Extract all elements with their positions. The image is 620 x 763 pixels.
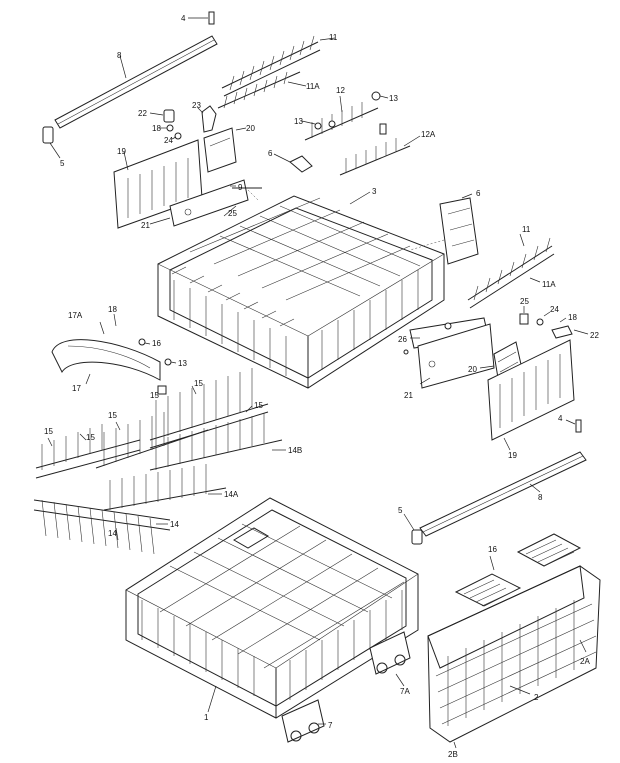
label-15-c: 15: [254, 401, 263, 410]
label-24-top: 24: [164, 136, 173, 145]
label-16-right: 16: [488, 545, 497, 554]
label-15-e: 15: [44, 427, 53, 436]
label-7: 7: [328, 721, 333, 730]
label-24-right: 24: [550, 305, 559, 314]
label-14b: 14B: [288, 446, 302, 455]
part-16-basket-lids: [454, 533, 582, 607]
label-18-top: 18: [152, 124, 161, 133]
label-26-right: 26: [398, 335, 407, 344]
part-4-clip-top: [188, 11, 215, 25]
part-12-tine-set: [304, 91, 389, 141]
label-15-d: 15: [108, 411, 117, 420]
label-18-left: 18: [108, 305, 117, 314]
label-1: 1: [204, 713, 209, 722]
part-4-clip-right: [565, 419, 582, 433]
label-4-top: 4: [181, 14, 186, 23]
label-2: 2: [534, 693, 539, 702]
part-14b-tine-row: [149, 413, 286, 471]
part-5-endcap-top: [42, 126, 61, 159]
label-8-right: 8: [538, 493, 543, 502]
label-11-top: 11: [329, 33, 338, 42]
label-5-right: 5: [398, 506, 403, 515]
label-7a: 7A: [400, 687, 410, 696]
part-11-tine-row-top: [221, 35, 336, 97]
label-8-top: 8: [117, 51, 122, 60]
label-15-f: 15: [86, 433, 95, 442]
label-16-left: 16: [152, 339, 161, 348]
label-14-a: 14: [170, 520, 179, 529]
part-11-tine-row-right: [467, 233, 555, 309]
part-19-panel-right: [487, 339, 575, 451]
part-25-24-18-22-right-cluster: [519, 306, 589, 339]
label-18-right: 18: [568, 313, 577, 322]
part-12a-tine-set: [339, 123, 421, 176]
label-19-right: 19: [508, 451, 517, 460]
label-4-right: 4: [558, 414, 563, 423]
part-2-silverware-basket: [427, 565, 601, 749]
part-1-lower-rack: [125, 497, 419, 719]
label-19-top: 19: [117, 147, 126, 156]
part-17-handle: [51, 313, 177, 395]
part-11a-tine-row-top: [217, 71, 307, 109]
label-12a: 12A: [421, 130, 436, 139]
label-21-top: 21: [141, 221, 150, 230]
part-6-bracket-right: [409, 193, 479, 265]
label-11-right: 11: [522, 225, 531, 234]
label-23: 23: [192, 101, 201, 110]
label-12: 12: [336, 86, 345, 95]
part-20-bracket-top: [203, 127, 247, 173]
label-25-top: 25: [228, 209, 237, 218]
part-26-plate-right: [403, 317, 489, 355]
part-8-rail-top: [54, 35, 218, 129]
part-15-tine-row-middle: [95, 412, 209, 469]
label-11a-right: 11A: [542, 280, 556, 289]
part-14a-tine-row: [103, 464, 227, 511]
part-6-clip-top: [273, 153, 313, 173]
label-17: 17: [72, 384, 81, 393]
part-14-tine-row: [33, 499, 171, 555]
label-22-right: 22: [590, 331, 599, 340]
part-15-tine-row-upper: [149, 368, 269, 449]
part-15-tine-row-lower: [35, 424, 141, 479]
label-25-right: 25: [520, 297, 529, 306]
label-21-right: 21: [404, 391, 413, 400]
label-14a: 14A: [224, 490, 239, 499]
label-6-top: 6: [268, 149, 273, 158]
label-5-top: 5: [60, 159, 65, 168]
part-3-upper-rack: [157, 191, 445, 389]
label-13-b: 13: [294, 117, 303, 126]
label-15-a: 15: [194, 379, 203, 388]
label-20-top: 20: [246, 124, 255, 133]
label-2a: 2A: [580, 657, 590, 666]
label-6-right: 6: [476, 189, 481, 198]
part-9-pin: [230, 185, 262, 189]
label-13-left: 13: [178, 359, 187, 368]
label-13-a: 13: [389, 94, 398, 103]
label-20-right: 20: [468, 365, 477, 374]
part-labels: 4 11 8 11A 12 13 22 23 18 24 20 13 12A 5…: [44, 14, 599, 759]
part-7a-wheel-carriage: [369, 631, 411, 687]
part-21-plate-top: [149, 179, 259, 227]
label-3: 3: [372, 187, 377, 196]
part-8-rail-right: [419, 451, 587, 537]
part-22-23-18-24-cluster: [149, 105, 217, 140]
label-9-top: 9: [238, 183, 243, 192]
part-13-clips: [301, 120, 336, 130]
part-7-wheel-carriage: [281, 699, 326, 743]
label-22-top: 22: [138, 109, 147, 118]
label-2b: 2B: [448, 750, 458, 759]
label-14-b: 14: [108, 529, 117, 538]
part-5-endcap-right: [403, 513, 423, 545]
label-11a-top: 11A: [306, 82, 320, 91]
part-21-plate-right: [417, 323, 495, 389]
label-15-b: 15: [150, 391, 159, 400]
label-17a: 17A: [68, 311, 83, 320]
